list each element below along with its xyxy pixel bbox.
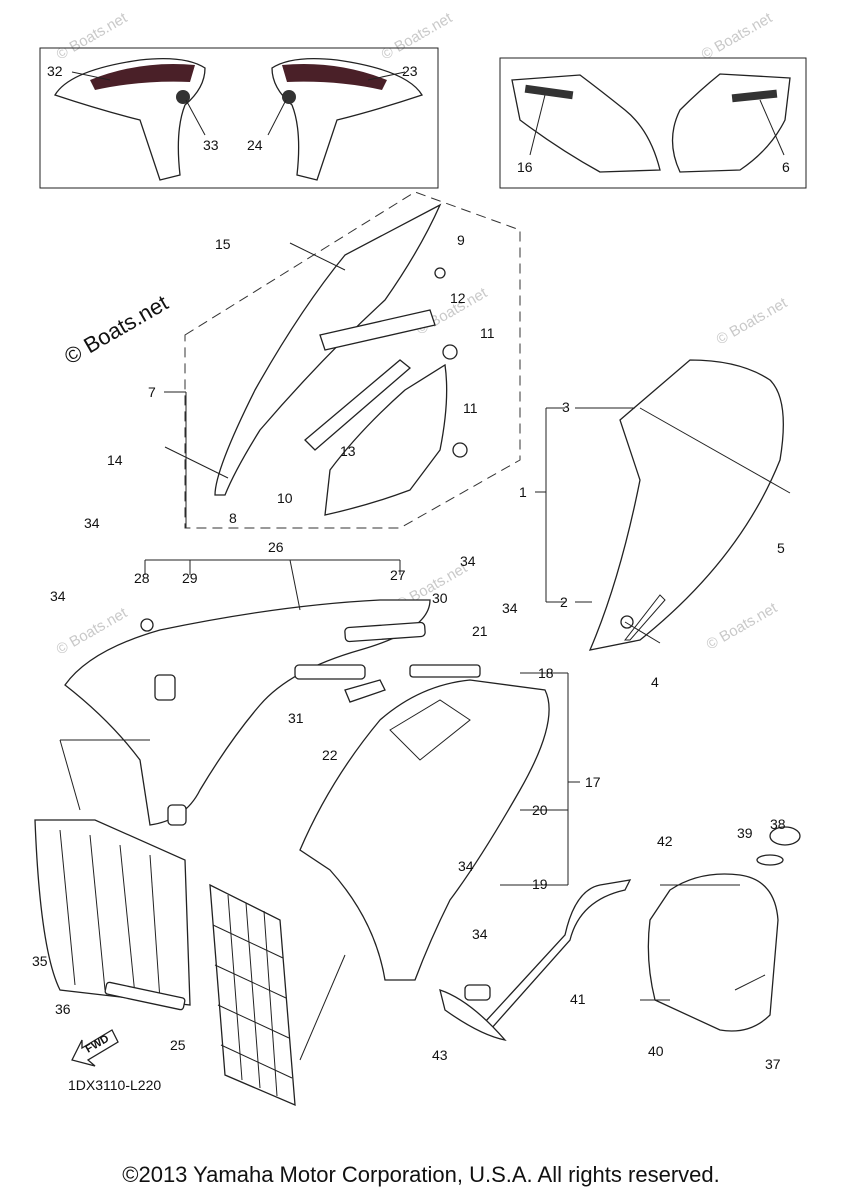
watermark: © Boats.net bbox=[704, 599, 781, 653]
inset-shroud-graphics bbox=[39, 47, 439, 189]
fwd-arrow: FWD bbox=[71, 1029, 119, 1067]
callout-6: 6 bbox=[782, 159, 790, 175]
part-side-cover bbox=[588, 359, 784, 651]
callout-34e: 34 bbox=[458, 858, 474, 874]
callout-9: 9 bbox=[457, 232, 465, 248]
callout-34f: 34 bbox=[472, 926, 488, 942]
part-trims bbox=[294, 621, 481, 703]
callout-22: 22 bbox=[322, 747, 338, 763]
callout-28: 28 bbox=[134, 570, 150, 586]
callout-17: 17 bbox=[585, 774, 601, 790]
watermark: © Boats.net bbox=[699, 9, 776, 63]
callout-15: 15 bbox=[215, 236, 231, 252]
callout-39: 39 bbox=[737, 825, 753, 841]
callout-16: 16 bbox=[517, 159, 533, 175]
callout-20: 20 bbox=[532, 802, 548, 818]
callout-34c: 34 bbox=[50, 588, 66, 604]
callout-2: 2 bbox=[560, 594, 568, 610]
callout-40: 40 bbox=[648, 1043, 664, 1059]
callout-3: 3 bbox=[562, 399, 570, 415]
callout-31: 31 bbox=[288, 710, 304, 726]
callout-38: 38 bbox=[770, 816, 786, 832]
callout-13: 13 bbox=[340, 443, 356, 459]
callout-26: 26 bbox=[268, 539, 284, 555]
callout-43: 43 bbox=[432, 1047, 448, 1063]
copyright-text: ©2013 Yamaha Motor Corporation, U.S.A. A… bbox=[122, 1162, 720, 1187]
callout-18: 18 bbox=[538, 665, 554, 681]
watermark-main: © Boats.net bbox=[60, 290, 172, 369]
callout-36: 36 bbox=[55, 1001, 71, 1017]
assembly-outline bbox=[184, 191, 521, 529]
inset-side-cover-graphics bbox=[499, 57, 807, 189]
callout-32: 32 bbox=[47, 63, 63, 79]
callout-23: 23 bbox=[402, 63, 418, 79]
callout-14: 14 bbox=[107, 452, 123, 468]
callout-8: 8 bbox=[229, 510, 237, 526]
callout-34d: 34 bbox=[502, 600, 518, 616]
callout-30: 30 bbox=[432, 590, 448, 606]
callout-21: 21 bbox=[472, 623, 488, 639]
part-radiator-shroud-left bbox=[64, 599, 431, 826]
callout-1: 1 bbox=[519, 484, 527, 500]
callout-19: 19 bbox=[532, 876, 548, 892]
callout-41: 41 bbox=[570, 991, 586, 1007]
part-radiator-shroud-right bbox=[299, 679, 550, 981]
watermark: © Boats.net bbox=[379, 9, 456, 63]
callout-24: 24 bbox=[247, 137, 263, 153]
part-shroud-inner bbox=[214, 203, 468, 516]
callout-27: 27 bbox=[390, 567, 406, 583]
watermark: © Boats.net bbox=[714, 294, 791, 348]
callout-42: 42 bbox=[657, 833, 673, 849]
callout-10: 10 bbox=[277, 490, 293, 506]
callout-34b: 34 bbox=[460, 553, 476, 569]
callout-25: 25 bbox=[170, 1037, 186, 1053]
callout-29: 29 bbox=[182, 570, 198, 586]
callout-11a: 11 bbox=[480, 325, 495, 341]
callout-7: 7 bbox=[148, 384, 156, 400]
callout-12: 12 bbox=[450, 290, 466, 306]
callouts: 32 23 33 24 16 6 15 9 12 11 7 11 3 13 14… bbox=[32, 63, 790, 1072]
part-radiator-grille bbox=[209, 883, 296, 1107]
callout-34a: 34 bbox=[84, 515, 100, 531]
leader-lines bbox=[59, 242, 791, 1061]
diagram-code: 1DX3110-L220 bbox=[68, 1077, 161, 1093]
callout-33: 33 bbox=[203, 137, 219, 153]
part-reservoir-tank bbox=[439, 826, 801, 1042]
callout-37: 37 bbox=[765, 1056, 781, 1072]
callout-5: 5 bbox=[777, 540, 785, 556]
callout-4: 4 bbox=[651, 674, 659, 690]
part-radiator-guard bbox=[34, 819, 191, 1011]
callout-11b: 11 bbox=[463, 400, 478, 416]
callout-35: 35 bbox=[32, 953, 48, 969]
watermark: © Boats.net bbox=[54, 9, 131, 63]
